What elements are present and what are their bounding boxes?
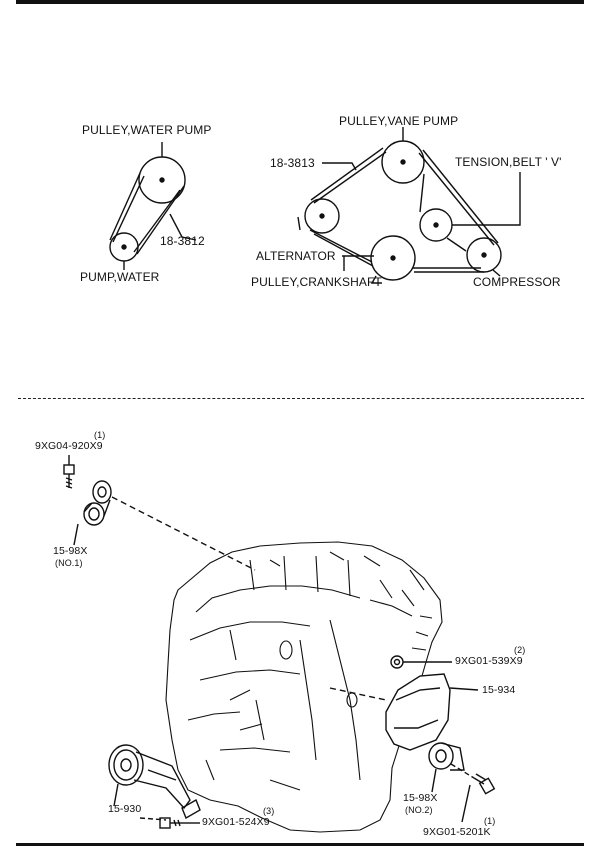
right-bolt (461, 773, 496, 823)
alternator-circle (304, 198, 340, 234)
label-compressor: COMPRESSOR (473, 275, 561, 289)
label-lower-bolt: 9XG01-524X9 (202, 816, 270, 828)
lower-bolt (159, 817, 200, 829)
bracket (385, 673, 451, 751)
upper-idler (73, 480, 112, 546)
label-lower-idler-note: (NO.2) (405, 805, 433, 815)
left-belt-diagram (109, 142, 197, 270)
label-upper-idler-note: (NO.1) (55, 558, 83, 568)
label-upper-idler: 15-98X (53, 545, 88, 557)
label-upper-bolt: 9XG04-920X9 (35, 440, 103, 452)
label-vane-pump-pulley: PULLEY,VANE PUMP (339, 114, 459, 128)
label-belt-18-3812: 18-3812 (160, 234, 205, 248)
label-crankshaft-pulley: PULLEY,CRANKSHAFT (251, 275, 382, 289)
tensioner (108, 744, 201, 820)
exploded-view (63, 455, 496, 833)
lower-right-idler (428, 742, 475, 793)
label-belt-18-3813: 18-3813 (270, 156, 315, 170)
section-divider (18, 398, 584, 399)
engine-block (165, 541, 443, 833)
label-nut: 9XG01-539X9 (455, 655, 523, 667)
label-water-pump-pulley: PULLEY,WATER PUMP (82, 123, 212, 137)
upper-bolt (63, 455, 75, 489)
label-bracket: 15-934 (482, 684, 516, 696)
label-lower-idler: 15-98X (403, 792, 438, 804)
label-nut-qty: (2) (514, 645, 526, 655)
label-tensioner: 15-930 (108, 803, 142, 815)
top-rule (16, 0, 584, 4)
right-belt-diagram (297, 127, 521, 284)
label-upper-bolt-qty: (1) (94, 430, 106, 440)
label-water-pump: PUMP,WATER (80, 270, 160, 284)
bottom-rule (16, 843, 584, 846)
label-alternator: ALTERNATOR (256, 249, 336, 263)
nut (390, 655, 452, 669)
label-right-bolt: 9XG01-5201K (423, 826, 491, 838)
label-right-bolt-qty: (1) (484, 816, 496, 826)
label-belt-tension: TENSION,BELT ' V' (455, 155, 562, 169)
crankshaft-pulley-circle (370, 235, 416, 281)
label-lower-bolt-qty: (3) (263, 806, 275, 816)
